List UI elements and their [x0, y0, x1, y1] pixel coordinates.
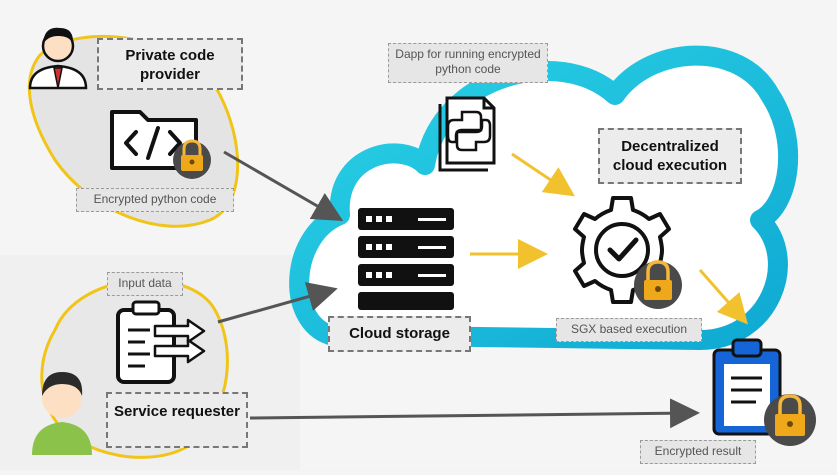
input-data-icon: [116, 300, 206, 384]
python-file-icon: [438, 96, 496, 172]
arrow-execution-to-result: [698, 269, 748, 325]
requester-person-icon: [32, 372, 92, 455]
arrow-input-to-storage: [217, 282, 338, 324]
sgx-execution-tag: SGX based execution: [556, 318, 702, 342]
encrypted-result-tag: Encrypted result: [640, 440, 756, 464]
provider-lock-icon: [173, 139, 211, 179]
input-data-tag: Input data: [107, 272, 183, 296]
service-requester-label: Service requester: [106, 392, 248, 448]
arrow-dapp-to-execution: [511, 152, 575, 197]
encrypted-python-code-tag: Encrypted python code: [76, 188, 234, 212]
private-code-provider-label: Private code provider: [97, 38, 243, 90]
server-icon: [358, 208, 454, 310]
cloud-storage-label: Cloud storage: [328, 316, 471, 352]
result-clipboard-icon: [712, 338, 782, 436]
sgx-lock-icon: [634, 260, 682, 309]
arrow-requester-to-result: [249, 398, 700, 429]
decentralized-execution-label: Decentralized cloud execution: [598, 128, 742, 184]
result-lock-icon: [764, 394, 816, 446]
provider-person-icon: [28, 27, 88, 90]
arrow-code-to-storage: [223, 150, 344, 222]
flow-arrows: [217, 150, 748, 429]
dapp-tag: Dapp for running encrypted python code: [388, 43, 548, 83]
